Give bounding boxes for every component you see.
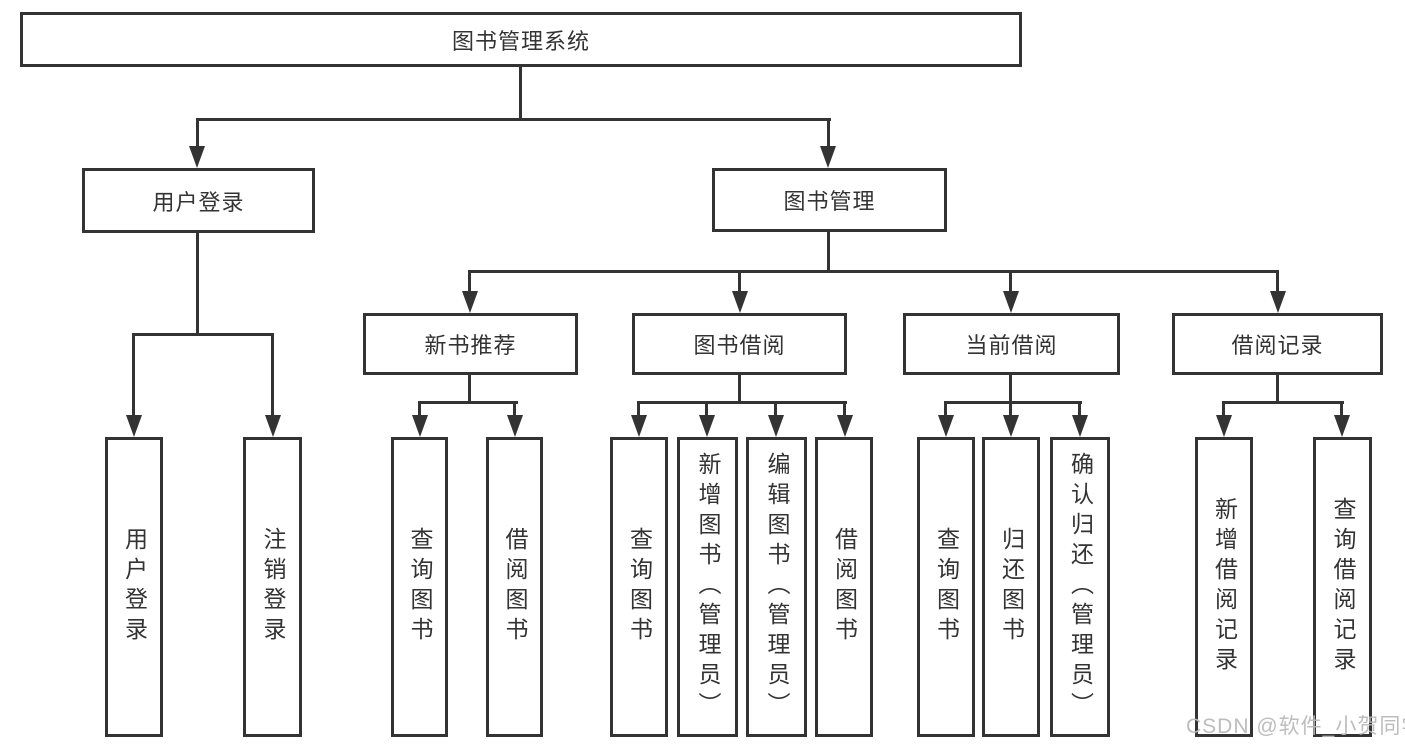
connector-current-borrow-stem — [1009, 375, 1012, 404]
arrow-down-icon — [126, 415, 142, 437]
leaf-query-books: 查询图书 — [391, 437, 448, 737]
node-label: 新增借阅记录 — [1211, 497, 1238, 677]
arrow-down-icon — [412, 415, 428, 437]
connector-drop-leaf — [774, 401, 777, 417]
node-label: 图书管理系统 — [451, 28, 590, 54]
arrow-down-icon — [837, 415, 853, 437]
connector-drop-leaf — [513, 401, 516, 417]
connector-drop-leaf — [1009, 401, 1012, 417]
arrow-down-icon — [631, 415, 647, 437]
node-label: 图书借阅 — [693, 333, 786, 358]
leaf-query-books: 查询图书 — [610, 437, 668, 737]
node-label: 注销登录 — [260, 527, 286, 647]
connector-book-borrow-stem — [738, 375, 741, 404]
arrow-down-icon — [1270, 291, 1286, 313]
arrow-down-icon — [699, 415, 715, 437]
connector-drop-leaf — [1078, 401, 1081, 417]
connector-book-management-stem — [827, 232, 830, 273]
node-label: 编辑图书（管理员） — [764, 452, 790, 722]
leaf-query-books: 查询图书 — [917, 437, 975, 737]
node-borrow-record: 借阅记录 — [1172, 313, 1383, 375]
connector-level2-bus — [196, 118, 831, 121]
leaf-confirm-return-admin: 确认归还（管理员） — [1050, 437, 1110, 737]
node-label: 查询借阅记录 — [1330, 497, 1356, 677]
node-label: 查询图书 — [407, 527, 433, 647]
node-label: 查询图书 — [933, 527, 960, 647]
node-label: 新书推荐 — [424, 333, 517, 358]
node-label: 借阅记录 — [1231, 333, 1324, 358]
leaf-edit-book-admin: 编辑图书（管理员） — [746, 437, 807, 737]
connector-drop-current-borrow — [1009, 270, 1012, 293]
connector-new-book-stem — [468, 375, 471, 404]
leaf-query-borrow-record: 查询借阅记录 — [1313, 437, 1372, 737]
arrow-down-icon — [938, 415, 954, 437]
connector-current-borrow-bus — [944, 401, 1082, 404]
node-label: 新增图书（管理员） — [695, 452, 721, 722]
connector-book-borrow-bus — [637, 401, 847, 404]
node-label: 用户登录 — [121, 527, 148, 647]
leaf-logout: 注销登录 — [243, 437, 302, 737]
connector-drop-leaf — [944, 401, 947, 417]
node-label: 借阅图书 — [831, 527, 858, 647]
connector-new-book-bus — [418, 401, 518, 404]
connector-drop-new-book — [468, 270, 471, 293]
leaf-borrow-books: 借阅图书 — [815, 437, 873, 737]
leaf-user-login: 用户登录 — [105, 437, 163, 737]
arrow-down-icon — [1003, 291, 1019, 313]
arrow-down-icon — [1334, 415, 1350, 437]
leaf-borrow-books: 借阅图书 — [486, 437, 543, 737]
connector-drop-leaf — [1222, 401, 1225, 417]
connector-borrow-record-stem — [1276, 375, 1279, 404]
connector-drop-book-borrow — [738, 270, 741, 293]
connector-drop-user-login — [196, 118, 199, 148]
connector-drop-leaf — [843, 401, 846, 417]
arrow-down-icon — [462, 291, 478, 313]
node-label: 当前借阅 — [965, 333, 1058, 358]
arrow-down-icon — [732, 291, 748, 313]
connector-drop-borrow-record — [1276, 270, 1279, 293]
arrow-down-icon — [507, 415, 523, 437]
leaf-add-borrow-record: 新增借阅记录 — [1195, 437, 1253, 737]
arrow-down-icon — [1003, 415, 1019, 437]
leaf-add-book-admin: 新增图书（管理员） — [677, 437, 738, 737]
arrow-down-icon — [1216, 415, 1232, 437]
connector-user-login-stem — [196, 233, 199, 336]
arrow-down-icon — [768, 415, 784, 437]
arrow-down-icon — [820, 146, 836, 168]
connector-drop-book-management — [827, 118, 830, 148]
node-label: 图书管理 — [783, 189, 876, 214]
node-label: 用户登录 — [152, 189, 245, 215]
leaf-return-book: 归还图书 — [982, 437, 1040, 737]
connector-borrow-record-bus — [1222, 401, 1344, 404]
node-current-borrow: 当前借阅 — [903, 313, 1120, 375]
connector-root-stem — [519, 67, 522, 121]
node-book-management: 图书管理 — [712, 168, 947, 232]
arrow-down-icon — [265, 415, 281, 437]
node-library-management-system: 图书管理系统 — [20, 12, 1022, 67]
connector-drop-leaf — [418, 401, 421, 417]
arrow-down-icon — [1072, 415, 1088, 437]
connector-drop-leaf — [1340, 401, 1343, 417]
node-new-book-recommend: 新书推荐 — [363, 313, 578, 375]
node-label: 借阅图书 — [502, 527, 528, 647]
connector-user-login-bus — [132, 333, 274, 336]
connector-drop-leaf — [637, 401, 640, 417]
csdn-watermark: CSDN @软件_小贺同学 — [1186, 715, 1405, 738]
connector-drop-logout-leaf — [271, 333, 274, 417]
node-book-borrow: 图书借阅 — [632, 313, 847, 375]
node-label: 归还图书 — [998, 527, 1025, 647]
connector-drop-leaf — [705, 401, 708, 417]
connector-level3-bus — [468, 270, 1279, 273]
arrow-down-icon — [189, 146, 205, 168]
node-label: 查询图书 — [626, 527, 653, 647]
node-user-login: 用户登录 — [82, 168, 315, 233]
node-label: 确认归还（管理员） — [1067, 452, 1094, 722]
connector-drop-login-leaf — [132, 333, 135, 417]
